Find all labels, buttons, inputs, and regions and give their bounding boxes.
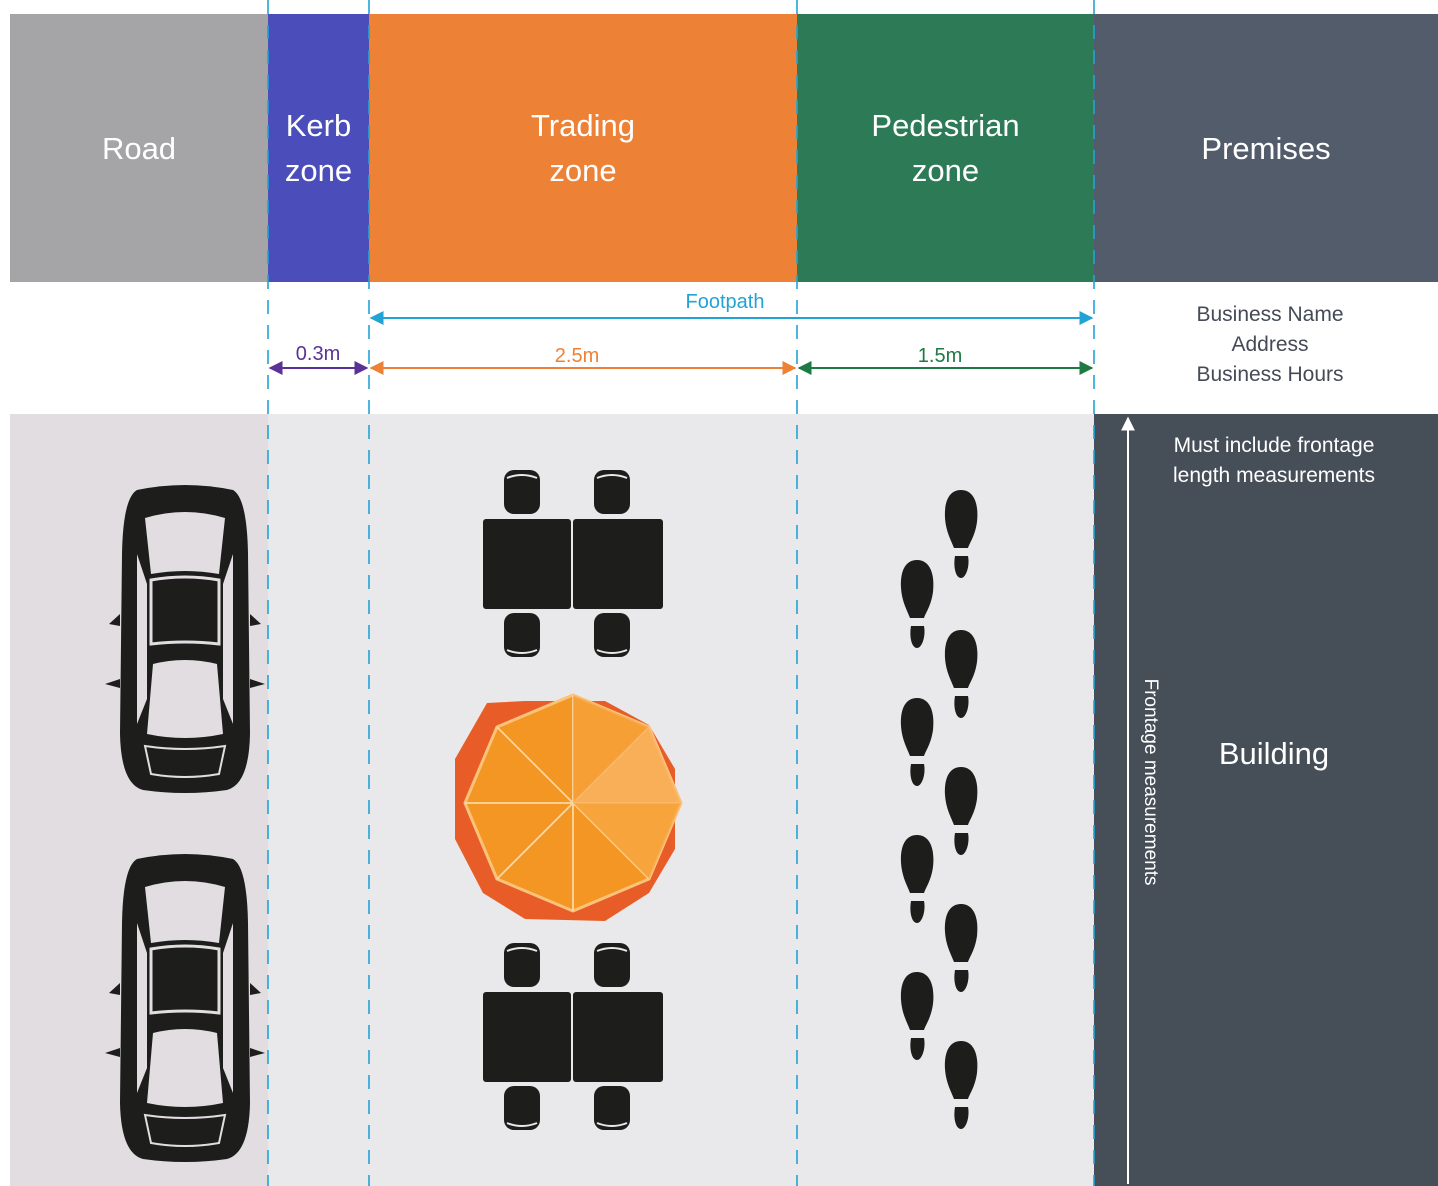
zone-boundary-lines [267,0,1095,1186]
kerb-zone-label-line1: Kerb [285,108,352,143]
address-text: Address [1231,333,1309,356]
kerb-dimension-label: 0.3m [295,343,341,365]
footprint-icon [944,767,978,855]
premises-zone-label: Premises [1201,130,1331,166]
business-name-text: Business Name [1196,303,1344,326]
road-zone-label: Road [101,130,177,166]
table-chairs-icon [482,469,664,658]
footprint-icon [900,698,934,786]
footprint-icon [944,1041,978,1129]
footprint-icon [944,630,978,718]
trading-zone-label-line1: Trading [531,108,635,143]
building-block [1094,414,1438,1186]
table-chairs-icon [482,942,664,1131]
car-icon [103,483,267,795]
pedestrian-zone-label-line1: Pedestrian [871,108,1020,143]
footprint-icon [944,904,978,992]
pedestrian-zone-band: Pedestrian zone [797,14,1094,282]
umbrella-icon [455,693,683,921]
footprints-trail [900,490,978,1129]
road-zone-band: Road [10,14,268,282]
frontage-note-line1: Must include frontage [1173,434,1375,457]
footprint-icon [944,490,978,578]
premises-zone-band: Premises [1094,14,1438,282]
frontage-note: Must include frontage length measurement… [1134,431,1414,491]
car-icon [103,852,267,1164]
frontage-note-line2: length measurements [1173,464,1375,487]
pedestrian-zone-label-line2: zone [911,153,980,188]
footprint-icon [900,972,934,1060]
footprint-icon [900,835,934,923]
business-hours-text: Business Hours [1196,363,1344,386]
footprint-icon [900,560,934,648]
trading-zone-label-line2: zone [549,153,617,188]
building-label: Building [1218,736,1330,771]
kerb-zone-label-line2: zone [284,153,353,188]
business-info: Business Name Address Business Hours [1100,300,1438,390]
footpath-dimension-label: Footpath [685,291,765,313]
trading-zone-band: Trading zone [369,14,797,282]
kerb-zone-band: Kerb zone [268,14,369,282]
